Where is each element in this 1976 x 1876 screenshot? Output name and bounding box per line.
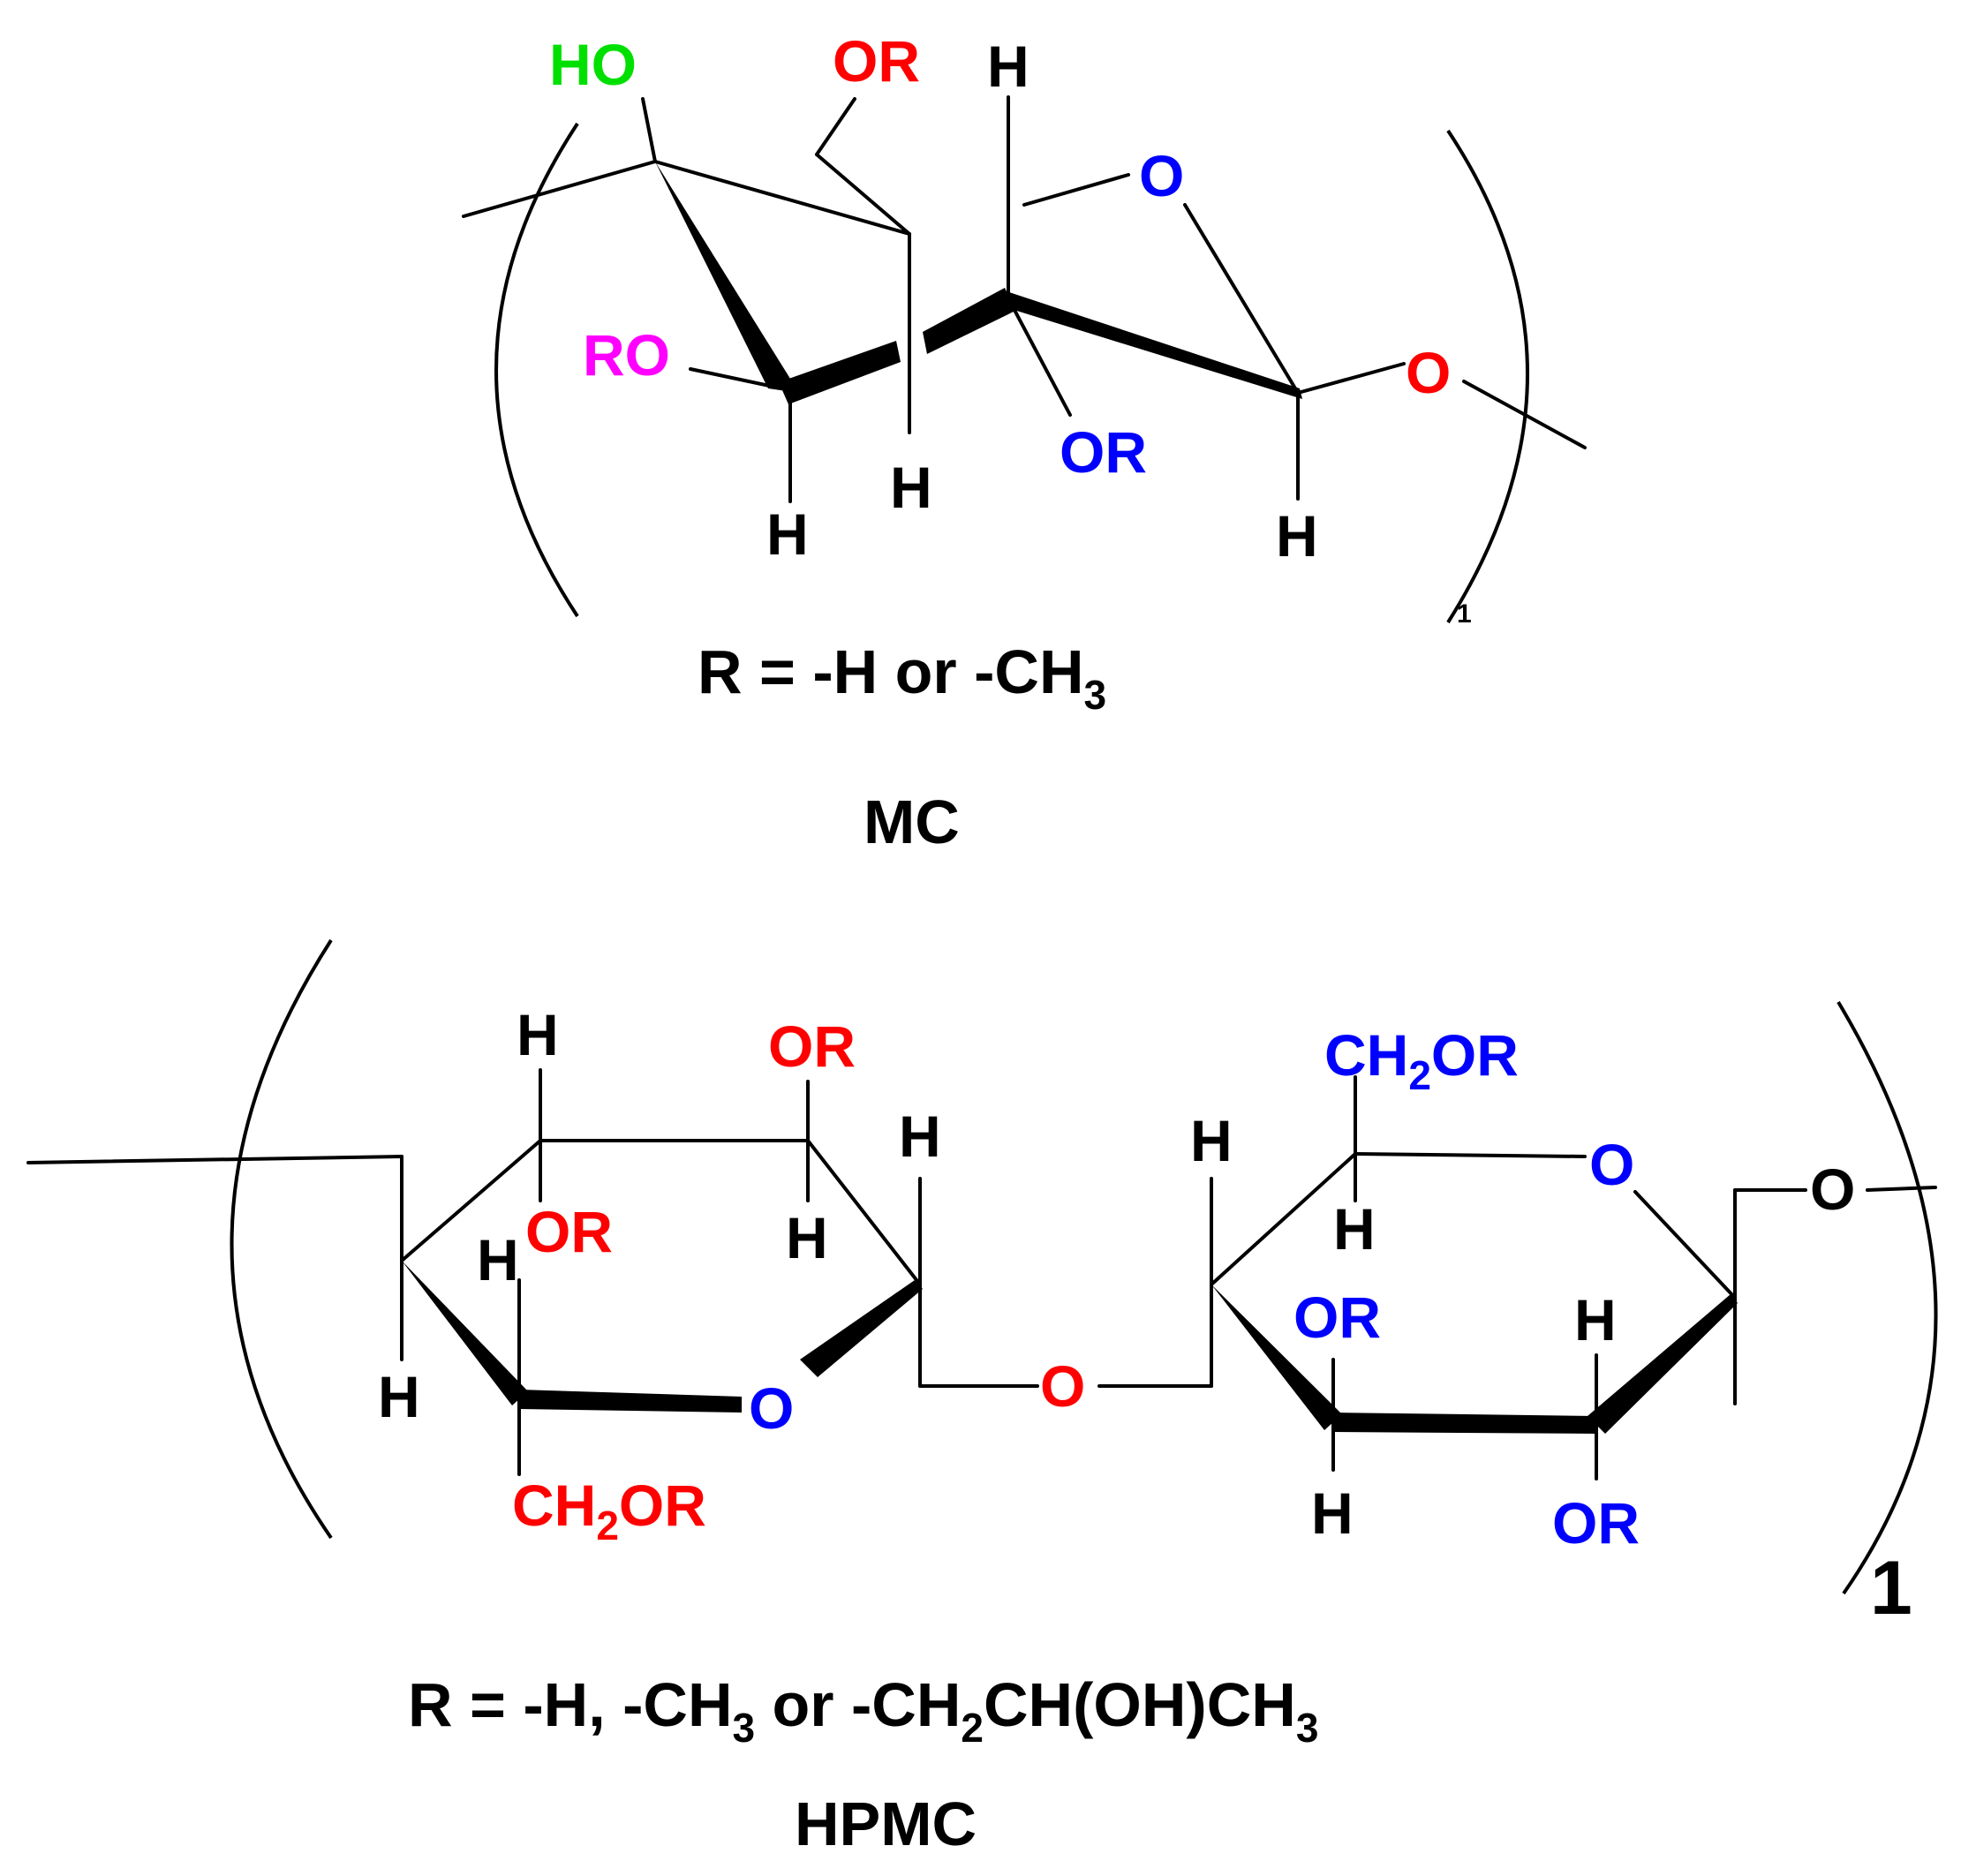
mc-ro-label: RO [583, 322, 670, 388]
mc-wedge-c4-c3 [655, 162, 799, 393]
hpmc-bond-r2-olink-chain [1866, 1186, 1937, 1192]
hpmc-h-ring2-bottom-label: H [1311, 1480, 1354, 1546]
hpmc-h-ring1-c4-label: H [477, 1227, 519, 1292]
mc-right-parenthesis [1446, 129, 1529, 624]
mc-bond-c5-ch2 [815, 153, 911, 236]
mc-wedge-c3-c5a [779, 341, 901, 404]
hpmc-bond-r2-c5-o [1354, 1152, 1587, 1158]
hpmc-wedge-r1-o-c1 [800, 1280, 923, 1377]
mc-h-c5-label: H [987, 34, 1029, 99]
mc-o-link-label: O [1406, 340, 1451, 405]
mc-bond-c1-olink [1296, 362, 1406, 395]
hpmc-h-ring2-c5-label: H [1333, 1196, 1376, 1262]
mc-h-c1-label: H [1276, 503, 1318, 569]
mc-bond-left-chain [462, 160, 657, 218]
hpmc-h-ring2-top-left-label: H [1190, 1108, 1233, 1173]
mc-bond-c4-c5 [653, 160, 911, 236]
hpmc-o-ring2-label: O [1589, 1132, 1634, 1197]
hpmc-wedge-r2-c4-c3 [1211, 1285, 1342, 1430]
hpmc-or-ring2-c2-label: OR [1552, 1490, 1640, 1556]
hpmc-left-parenthesis [230, 938, 333, 1540]
mc-bond-c2-or [1007, 297, 1072, 417]
hpmc-o-link-label: O [1810, 1156, 1855, 1222]
hpmc-bond-r1-c4-c3 [400, 1139, 542, 1262]
mc-r-definition: R = -H or -CH3 [698, 637, 1106, 718]
mc-or-c2-label: OR [1060, 419, 1147, 485]
hpmc-h-top-right-label: H [899, 1104, 941, 1169]
mc-ho-label: HO [549, 32, 637, 97]
hpmc-o-bridge-label: O [1040, 1353, 1085, 1419]
hpmc-wedge-r1-c5-o [519, 1390, 742, 1413]
mc-h-c3-label: H [766, 501, 809, 567]
mc-left-parenthesis [494, 122, 579, 618]
hpmc-or-ring2-c3-label: OR [1293, 1285, 1381, 1350]
hpmc-or-top-mid-label: OR [768, 1013, 856, 1079]
hpmc-bond-r1-c2-c1 [806, 1139, 922, 1286]
mc-bond-ch2-or [815, 97, 856, 156]
hpmc-ch2or-ring2-label: CH2OR [1324, 1022, 1519, 1098]
hpmc-bond-r2-o-c1 [1633, 1190, 1737, 1300]
mc-bond-oring-c1 [1183, 203, 1300, 395]
hpmc-or-ring1-inner-label: OR [525, 1199, 613, 1264]
mc-bond-c4-ho [641, 97, 657, 163]
hpmc-name-label: HPMC [795, 1789, 977, 1858]
hpmc-structure: H OR H OR H H H O CH2OR O H CH2OR O H OR… [26, 938, 1938, 1858]
hpmc-h-ring1-bottom-left-label: H [378, 1364, 420, 1429]
mc-bond-olink-chain [1462, 380, 1587, 449]
hpmc-wedge-r1-c4-c5 [402, 1261, 528, 1405]
hpmc-wedge-r2-c2-c1 [1588, 1294, 1738, 1434]
hpmc-bond-r2-c4-c5 [1210, 1152, 1357, 1286]
hpmc-o-ring1-label: O [749, 1375, 794, 1441]
hpmc-r-definition: R = -H, -CH3 or -CH2CH(OH)CH3 [408, 1670, 1318, 1751]
hpmc-bond-left-chain [26, 1155, 403, 1164]
mc-name-label: MC [864, 787, 960, 856]
hpmc-ch2or-ring1-label: CH2OR [512, 1473, 706, 1548]
mc-wedge-c3-c5b [923, 288, 1015, 354]
hpmc-repeat-index: 1 [1870, 1546, 1912, 1631]
hpmc-h-ring2-c2-label: H [1574, 1287, 1617, 1352]
hpmc-right-parenthesis [1836, 1000, 1938, 1595]
mc-repeat-index: 1 [1457, 599, 1472, 629]
mc-bond-c5-oring [1022, 173, 1130, 207]
hpmc-h-ring1-inner-right-label: H [786, 1205, 828, 1270]
mc-or-c6-label: OR [833, 28, 920, 94]
mc-h-c4-label: H [890, 455, 932, 520]
hpmc-wedge-r2-c3-c2 [1333, 1413, 1596, 1434]
mc-o-ring-label: O [1139, 143, 1184, 208]
hpmc-h-top-left-label: H [517, 1002, 559, 1067]
mc-structure: HO OR H O RO H H OR O H 1 R = -H or -CH3… [462, 28, 1587, 856]
mc-wedge-c2-c1 [1007, 291, 1302, 399]
